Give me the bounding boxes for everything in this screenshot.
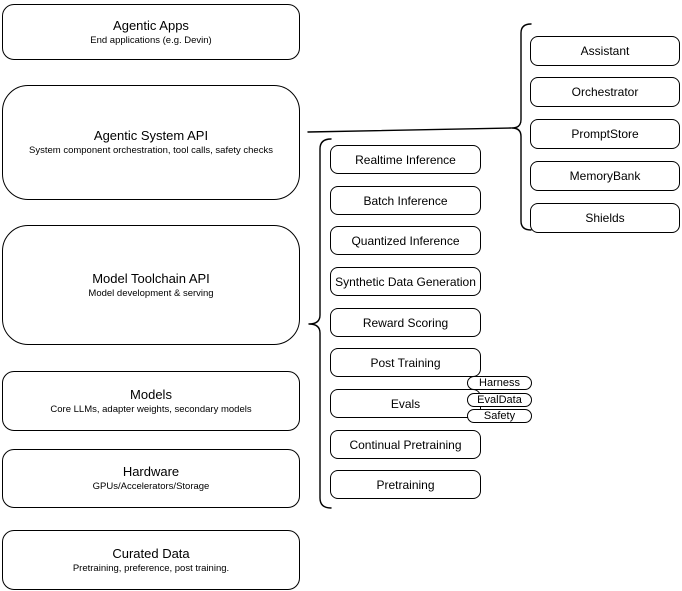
toolchain-item-reward-scoring: Reward Scoring	[330, 308, 481, 337]
layer-subtitle: Pretraining, preference, post training.	[72, 562, 230, 574]
system-component-label: Orchestrator	[571, 85, 639, 99]
eval-tag-label: EvalData	[477, 394, 522, 406]
system-component-label: PromptStore	[571, 127, 639, 141]
toolchain-item-label: Pretraining	[376, 477, 435, 492]
layer-model-toolchain-api: Model Toolchain API Model development & …	[2, 225, 300, 345]
eval-tag-label: Harness	[479, 377, 520, 389]
layer-agentic-apps: Agentic Apps End applications (e.g. Devi…	[2, 4, 300, 60]
layer-agentic-system-api: Agentic System API System component orch…	[2, 85, 300, 200]
toolchain-item-label: Post Training	[370, 355, 441, 370]
layer-subtitle: GPUs/Accelerators/Storage	[92, 481, 210, 492]
system-component-assistant: Assistant	[530, 36, 680, 66]
toolchain-item-label: Synthetic Data Generation	[335, 274, 476, 289]
layer-subtitle: Model development & serving	[88, 287, 214, 299]
brace-toolchain-group	[308, 138, 332, 509]
toolchain-item-label: Reward Scoring	[362, 315, 449, 330]
toolchain-item-label: Quantized Inference	[351, 233, 460, 248]
toolchain-item-batch-inference: Batch Inference	[330, 186, 481, 215]
layer-subtitle: System component orchestration, tool cal…	[29, 145, 273, 156]
layer-title: Hardware	[122, 464, 180, 479]
layer-title: Model Toolchain API	[92, 270, 210, 286]
toolchain-item-label: Batch Inference	[363, 193, 448, 208]
toolchain-item-evals: Evals	[330, 389, 481, 418]
layer-title: Agentic System API	[93, 128, 209, 143]
toolchain-item-label: Evals	[390, 396, 421, 411]
eval-tag-evaldata: EvalData	[467, 393, 532, 407]
toolchain-item-pretraining: Pretraining	[330, 470, 481, 499]
eval-tag-safety: Safety	[467, 409, 532, 423]
toolchain-item-synthetic-data-generation: Synthetic Data Generation	[330, 267, 481, 296]
toolchain-item-label: Continual Pretraining	[349, 437, 462, 452]
toolchain-item-continual-pretraining: Continual Pretraining	[330, 430, 481, 459]
system-component-label: Assistant	[580, 44, 630, 58]
eval-tag-harness: Harness	[467, 376, 532, 390]
brace-system-group	[511, 23, 532, 231]
eval-tag-label: Safety	[483, 410, 516, 422]
system-component-label: MemoryBank	[569, 169, 641, 183]
layer-hardware: Hardware GPUs/Accelerators/Storage	[2, 449, 300, 508]
system-component-promptstore: PromptStore	[530, 119, 680, 149]
toolchain-item-quantized-inference: Quantized Inference	[330, 226, 481, 255]
layer-models: Models Core LLMs, adapter weights, secon…	[2, 371, 300, 431]
layer-title: Curated Data	[112, 545, 190, 561]
system-component-shields: Shields	[530, 203, 680, 233]
layer-subtitle: Core LLMs, adapter weights, secondary mo…	[50, 403, 252, 415]
layer-subtitle: End applications (e.g. Devin)	[90, 34, 212, 46]
layer-title: Models	[130, 386, 172, 402]
layer-curated-data: Curated Data Pretraining, preference, po…	[2, 530, 300, 590]
system-component-orchestrator: Orchestrator	[530, 77, 680, 107]
toolchain-item-post-training: Post Training	[330, 348, 481, 377]
connector-line-system-api-to-components	[307, 127, 512, 133]
toolchain-item-realtime-inference: Realtime Inference	[330, 145, 481, 174]
system-component-memorybank: MemoryBank	[530, 161, 680, 191]
toolchain-item-label: Realtime Inference	[355, 152, 456, 167]
layer-title: Agentic Apps	[113, 17, 189, 33]
system-component-label: Shields	[585, 211, 625, 225]
